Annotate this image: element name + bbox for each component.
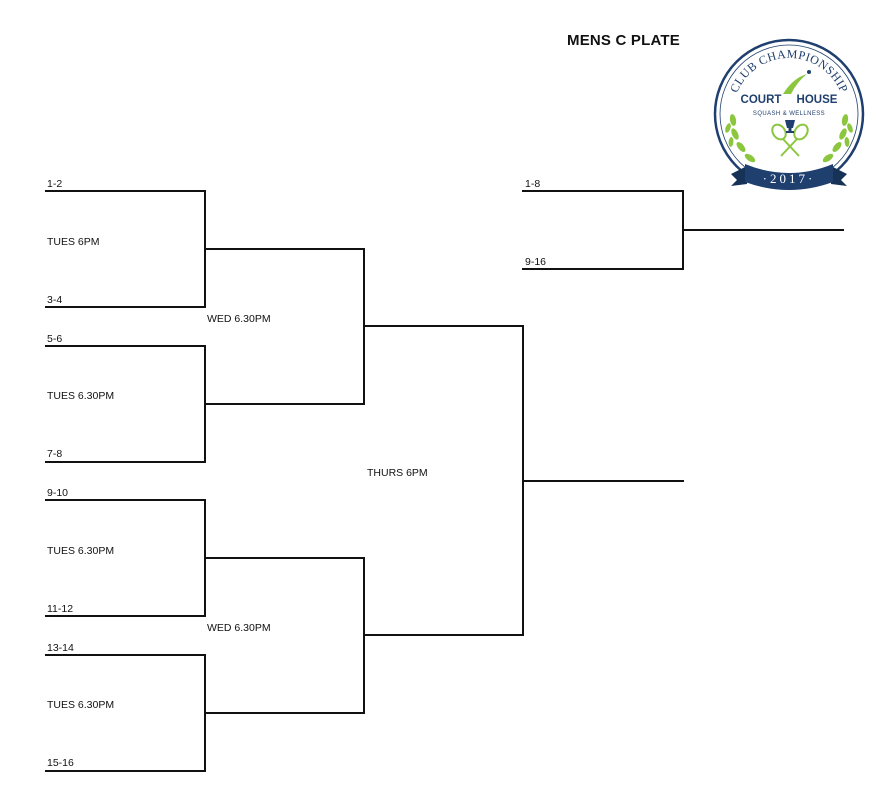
match-time: TUES 6.30PM <box>47 545 115 557</box>
laurel-right-icon <box>822 114 853 163</box>
logo-year: ·2017· <box>763 171 816 186</box>
seed-label: 15-16 <box>47 757 74 769</box>
seed-label: 7-8 <box>47 448 63 460</box>
club-championship-logo: CLUB CHAMPIONSHIP COURT HOUSE SQUASH & W… <box>713 38 865 190</box>
seed-label: 9-16 <box>525 256 547 268</box>
trophy-icon <box>785 120 795 133</box>
seed-label: 11-12 <box>47 603 74 615</box>
match-time: WED 6.30PM <box>207 622 271 634</box>
seed-label: 1-8 <box>525 178 541 190</box>
ball-icon <box>807 70 811 74</box>
match-time: THURS 6PM <box>367 467 428 479</box>
seed-label: 1-2 <box>47 178 63 190</box>
swoosh-icon <box>783 74 807 94</box>
logo-brand-left: COURT <box>741 94 782 106</box>
crossed-rackets-icon <box>771 123 809 157</box>
seed-label: 9-10 <box>47 487 69 499</box>
seed-label: 5-6 <box>47 333 63 345</box>
page-title: MENS C PLATE <box>567 32 680 49</box>
laurel-left-icon <box>725 114 756 163</box>
seed-label: 3-4 <box>47 294 63 306</box>
match-time: TUES 6.30PM <box>47 699 115 711</box>
year-ribbon <box>731 164 847 190</box>
match-time: TUES 6PM <box>47 236 100 248</box>
logo-tagline: SQUASH & WELLNESS <box>753 111 825 117</box>
logo-brand-right: HOUSE <box>797 94 838 106</box>
match-time: TUES 6.30PM <box>47 390 115 402</box>
seed-label: 13-14 <box>47 642 74 654</box>
match-time: WED 6.30PM <box>207 313 271 325</box>
